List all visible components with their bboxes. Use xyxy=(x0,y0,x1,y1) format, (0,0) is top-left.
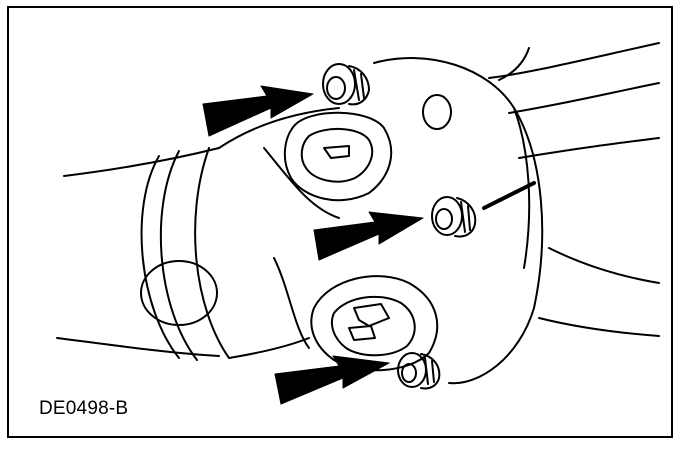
bolt-head-bottom xyxy=(397,352,441,390)
arrow-middle xyxy=(313,211,424,261)
diagram-frame: DE0498-B xyxy=(7,6,673,438)
upper-yoke-ear xyxy=(283,111,393,202)
arrow-top xyxy=(202,85,314,137)
driveshaft-illustration xyxy=(56,42,660,405)
companion-flange xyxy=(373,57,544,385)
bolt-head-middle xyxy=(431,196,477,238)
bolt-head-top xyxy=(322,63,370,106)
figure-code: DE0498-B xyxy=(39,398,129,419)
lower-yoke-ear xyxy=(310,275,439,372)
arrow-bottom xyxy=(274,355,390,405)
output-shaft xyxy=(488,42,660,337)
tube-yoke xyxy=(218,107,340,359)
driveshaft-tube xyxy=(56,147,230,361)
tube-oval-hole xyxy=(140,260,218,326)
